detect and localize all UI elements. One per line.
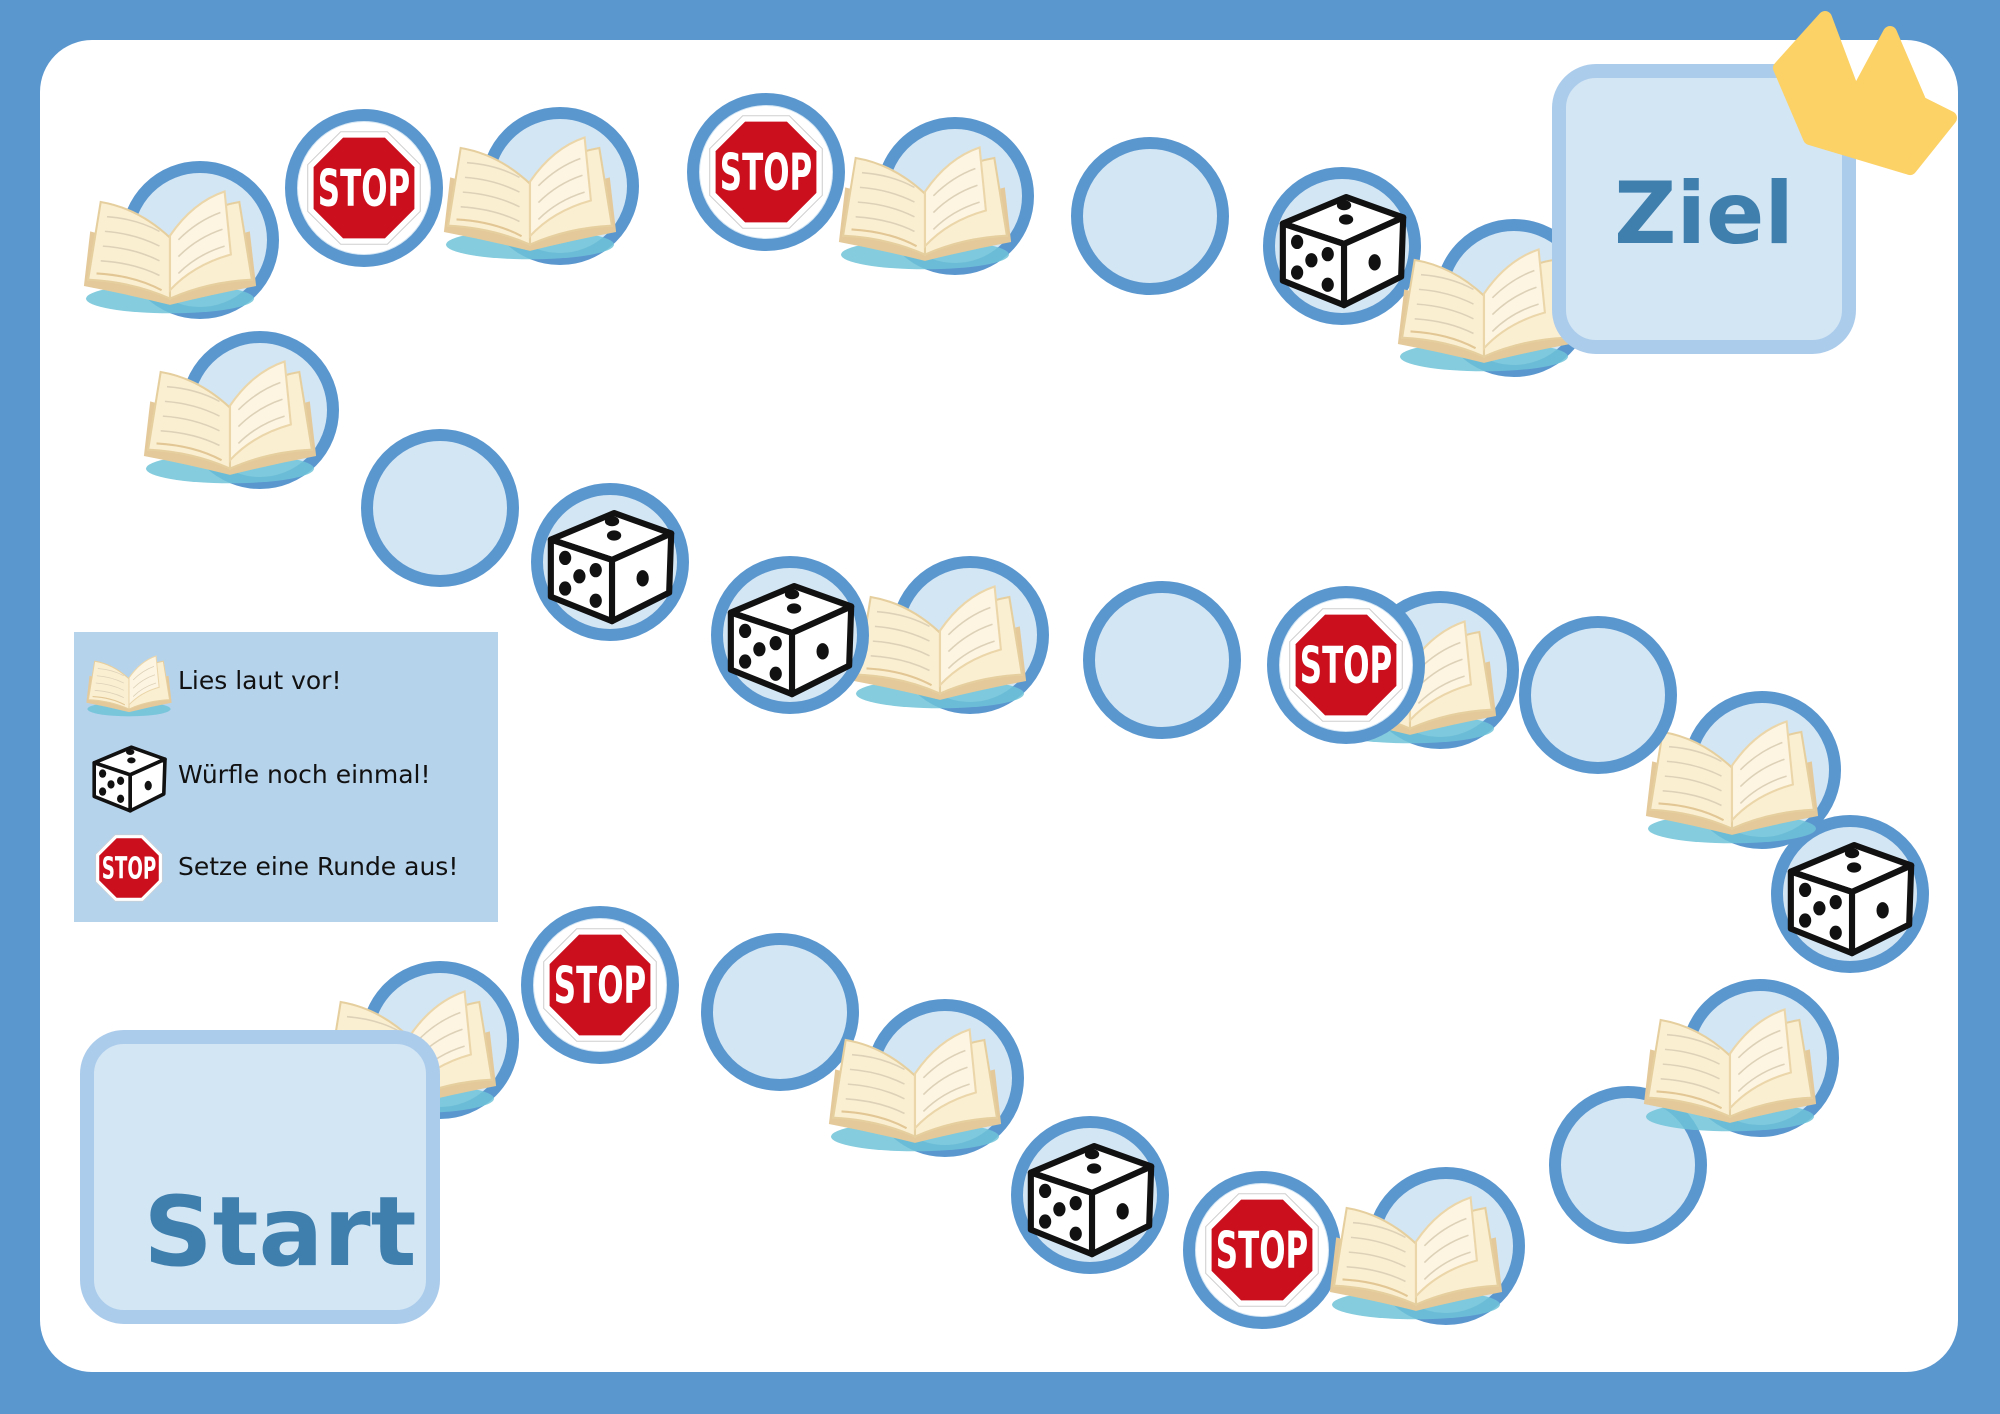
board-field-empty[interactable] — [1519, 616, 1677, 774]
board-field-empty[interactable] — [1071, 137, 1229, 295]
legend-text-dice: Würfle noch einmal! — [178, 760, 431, 789]
board-field-book[interactable] — [1397, 219, 1593, 377]
stop-sign-icon: STOP — [1289, 608, 1403, 722]
board-field-book[interactable] — [443, 107, 639, 265]
board-field-book[interactable] — [83, 161, 279, 319]
board-field-empty[interactable] — [1549, 1086, 1707, 1244]
stop-sign-icon: STOP — [95, 834, 163, 902]
legend-text-stop: Setze eine Runde aus! — [178, 852, 459, 881]
board-field-book[interactable] — [143, 331, 339, 489]
book-icon — [838, 146, 1012, 270]
stop-sign-icon: STOP — [543, 928, 657, 1042]
board-field-dice[interactable] — [711, 556, 869, 714]
board-field-book[interactable] — [1643, 979, 1839, 1137]
legend-row-stop: STOP Setze eine Runde aus! — [74, 828, 498, 908]
book-icon — [83, 190, 257, 314]
board-field-empty[interactable] — [1083, 581, 1241, 739]
board-field-book[interactable] — [828, 999, 1024, 1157]
svg-text:STOP: STOP — [318, 160, 410, 219]
legend-row-dice: Würfle noch einmal! — [74, 736, 498, 816]
board-field-book[interactable] — [1329, 1167, 1525, 1325]
board-field-dice[interactable] — [1011, 1116, 1169, 1274]
stop-sign-icon: STOP — [1205, 1193, 1319, 1307]
dice-icon — [727, 582, 855, 698]
board-field-empty[interactable] — [361, 429, 519, 587]
board-field-book[interactable] — [1645, 691, 1841, 849]
board-field-empty[interactable] — [701, 933, 859, 1091]
crown-icon — [1773, 11, 1957, 175]
board-field-book[interactable] — [853, 556, 1049, 714]
start-label: Start — [143, 1176, 417, 1288]
legend-panel: Lies laut vor! Würfle noch einmal! STOP … — [74, 632, 498, 922]
book-icon — [1397, 248, 1571, 372]
book-icon — [853, 585, 1027, 709]
dice-icon — [1027, 1142, 1155, 1258]
board-field-book[interactable] — [838, 117, 1034, 275]
dice-icon — [547, 509, 675, 625]
start-field[interactable]: Start — [80, 1030, 440, 1324]
book-icon — [86, 655, 172, 717]
goal-label: Ziel — [1614, 164, 1794, 264]
legend-row-book: Lies laut vor! — [74, 642, 498, 722]
board-field-stop[interactable]: STOP — [521, 906, 679, 1064]
svg-text:STOP: STOP — [102, 852, 157, 887]
board-field-dice[interactable] — [531, 483, 689, 641]
board-field-stop[interactable]: STOP — [687, 93, 845, 251]
stop-sign-icon: STOP — [307, 131, 421, 245]
board-field-dice[interactable] — [1263, 167, 1421, 325]
stop-sign-icon: STOP — [709, 115, 823, 229]
svg-text:STOP: STOP — [720, 144, 812, 203]
board-field-dice[interactable] — [1771, 815, 1929, 973]
book-icon — [143, 360, 317, 484]
legend-text-book: Lies laut vor! — [178, 666, 342, 695]
svg-text:STOP: STOP — [1216, 1222, 1308, 1281]
board-field-stop[interactable]: STOP — [285, 109, 443, 267]
book-icon — [443, 136, 617, 260]
board-field-stop[interactable]: STOP — [1267, 586, 1425, 744]
dice-icon — [92, 745, 167, 813]
dice-icon — [1279, 193, 1407, 309]
book-icon — [1645, 720, 1819, 844]
board-field-stop[interactable]: STOP — [1183, 1171, 1341, 1329]
book-icon — [1329, 1196, 1503, 1320]
svg-text:STOP: STOP — [1300, 637, 1392, 696]
svg-text:STOP: STOP — [554, 957, 646, 1016]
dice-icon — [1787, 841, 1915, 957]
book-icon — [828, 1028, 1002, 1152]
book-icon — [1643, 1008, 1817, 1132]
